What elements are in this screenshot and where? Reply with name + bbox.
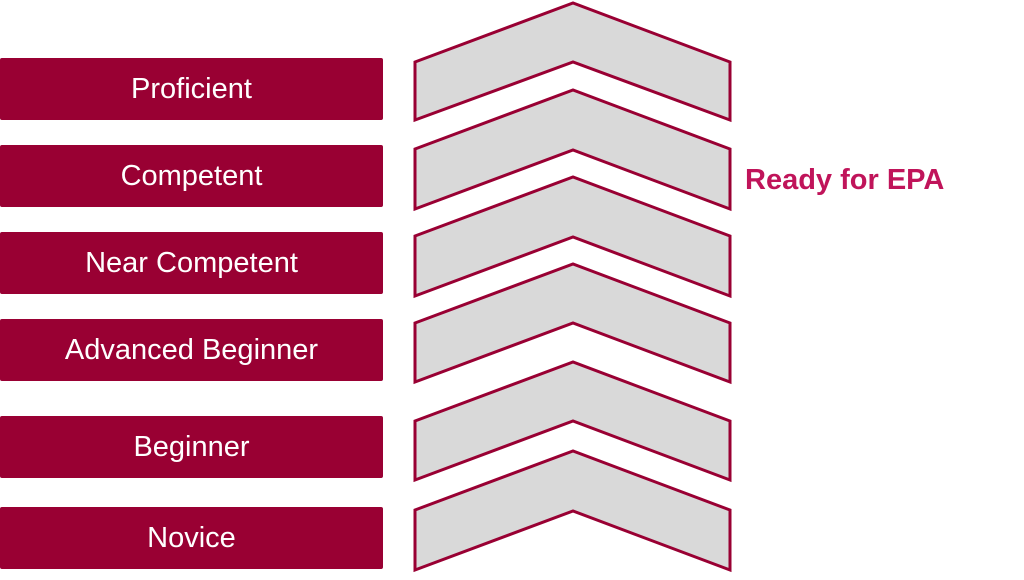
level-label: Near Competent: [85, 246, 298, 279]
level-label: Advanced Beginner: [64, 333, 319, 366]
level-label: Beginner: [133, 430, 250, 463]
level-box-novice: Novice: [0, 507, 383, 569]
level-box-near-competent: Near Competent: [0, 232, 383, 294]
level-box-competent: Competent: [0, 145, 383, 207]
ready-for-epa-label: Ready for EPA: [745, 164, 945, 196]
chevron-up-icon: [413, 262, 732, 385]
chevron-up-icon: [413, 88, 732, 212]
chevron-up-icon: [413, 449, 732, 573]
chevron-up-icon: [413, 1, 732, 123]
level-label: Novice: [147, 521, 236, 554]
chevron-up-icon: [413, 360, 732, 483]
chevron-up-icon: [413, 175, 732, 299]
level-label: Competent: [120, 159, 263, 192]
level-box-advanced-beginner: Advanced Beginner: [0, 319, 383, 381]
level-box-proficient: Proficient: [0, 58, 383, 120]
level-box-beginner: Beginner: [0, 416, 383, 478]
level-label: Proficient: [131, 72, 252, 105]
